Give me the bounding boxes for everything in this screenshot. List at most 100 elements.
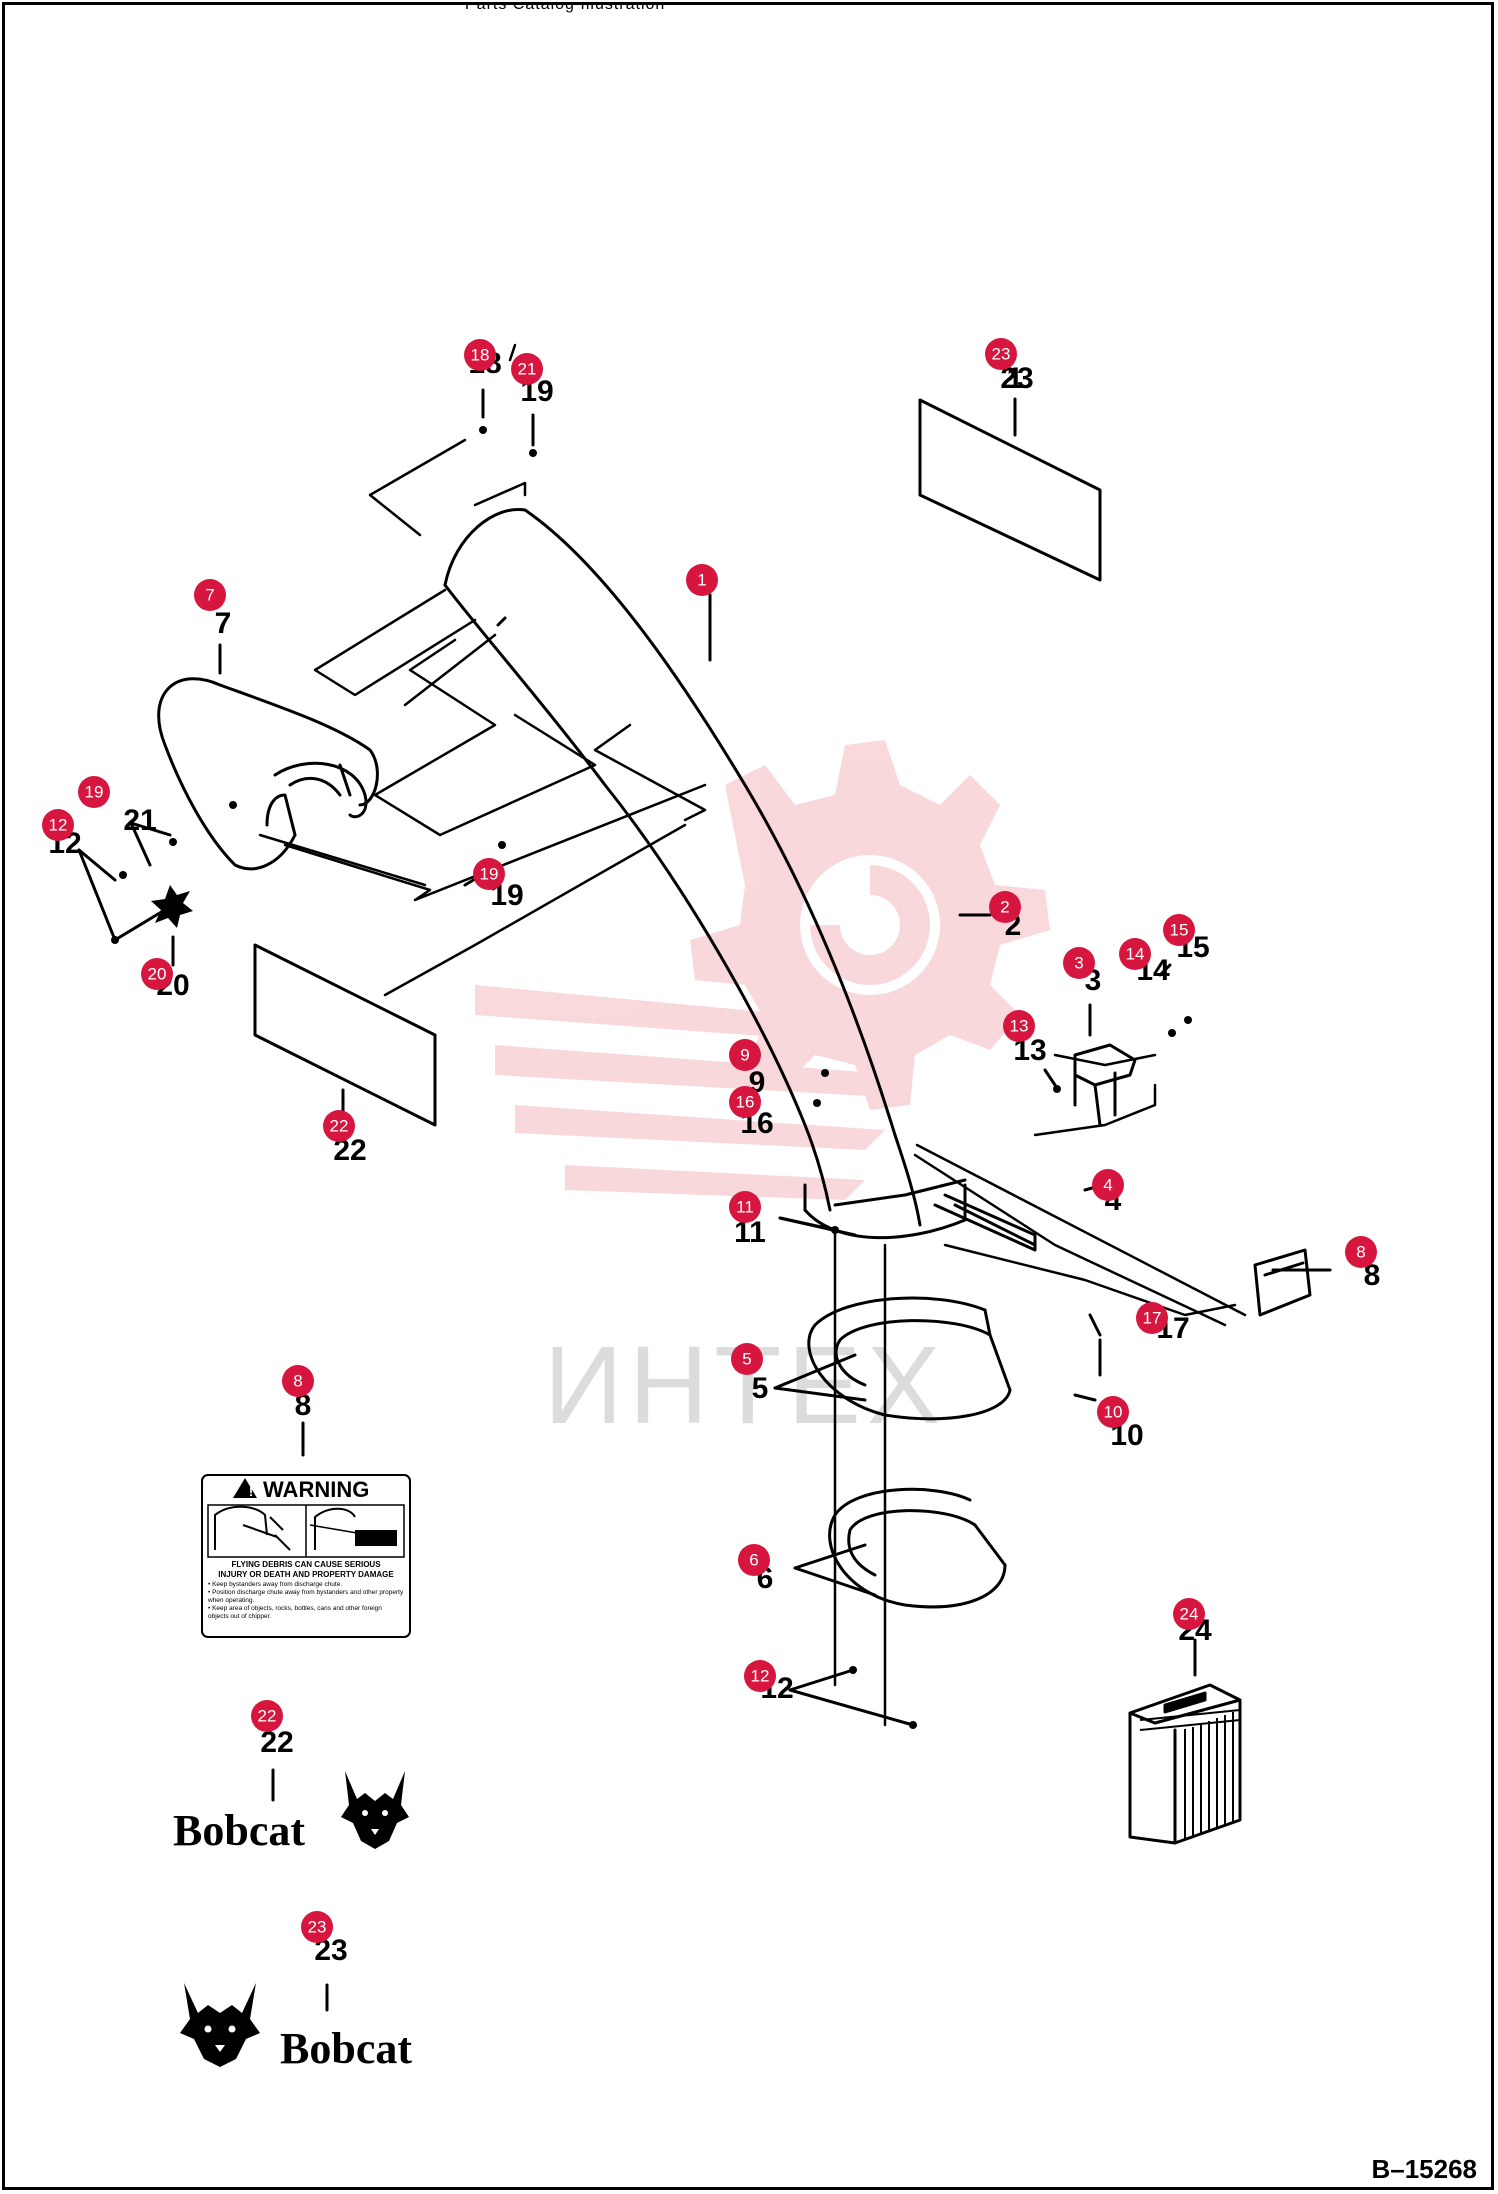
callout-9: 9 xyxy=(729,1039,761,1071)
callout-4: 4 xyxy=(1092,1169,1124,1201)
callout-marker-icon xyxy=(1003,1010,1035,1042)
callout-number: 15 xyxy=(1170,921,1189,940)
callout-marker-icon xyxy=(729,1039,761,1071)
plate-part-8 xyxy=(1253,1248,1312,1317)
callout-number: 8 xyxy=(293,1372,302,1391)
decal-panel-23 xyxy=(918,398,1102,582)
callout-markers: 1234567889101112121314151617181919202122… xyxy=(42,338,1377,1943)
callout-marker-icon xyxy=(282,1365,314,1397)
drawing-number: B–15268 xyxy=(1371,2154,1477,2184)
callout-marker-icon xyxy=(473,858,505,890)
callout-number: 11 xyxy=(736,1198,754,1217)
line-art xyxy=(77,343,1332,2012)
callout-number: 1 xyxy=(697,571,706,590)
callout-12: 12 xyxy=(42,809,74,841)
warning-line2: INJURY OR DEATH AND PROPERTY DAMAGE xyxy=(218,1570,394,1579)
warning-title: WARNING xyxy=(263,1477,369,1502)
callout-5: 5 xyxy=(731,1343,763,1375)
callout-number: 2 xyxy=(1000,898,1009,917)
callout-number: 16 xyxy=(736,1093,755,1112)
callout-marker-icon xyxy=(251,1700,283,1732)
callout-marker-icon xyxy=(686,564,718,596)
bobcat-head-icon xyxy=(180,1983,260,2067)
callout-marker-icon xyxy=(194,579,226,611)
callout-20: 20 xyxy=(141,958,173,990)
callout-16: 16 xyxy=(729,1086,761,1118)
part-label-5: 5 xyxy=(752,1372,769,1405)
callout-19: 19 xyxy=(78,776,110,808)
callout-number: 19 xyxy=(480,865,499,884)
part-box-24 xyxy=(1128,1683,1242,1845)
callout-marker-icon xyxy=(78,776,110,808)
callout-24: 24 xyxy=(1173,1598,1205,1630)
watermark xyxy=(475,740,1050,1200)
callout-number: 24 xyxy=(1180,1605,1199,1624)
callout-number: 7 xyxy=(205,586,214,605)
callout-number: 6 xyxy=(749,1551,758,1570)
callout-15: 15 xyxy=(1163,914,1195,946)
callout-marker-icon xyxy=(511,353,543,385)
callout-number: 12 xyxy=(751,1667,770,1686)
callout-marker-icon xyxy=(1173,1598,1205,1630)
warning-bullet-3: • Keep area of objects, rocks, bottles, … xyxy=(208,1605,382,1620)
callout-3: 3 xyxy=(1063,947,1095,979)
part-label-8: 8 xyxy=(1364,1259,1381,1292)
callout-number: 20 xyxy=(148,965,167,984)
callout-marker-icon xyxy=(464,339,496,371)
callout-marker-icon xyxy=(729,1086,761,1118)
bracket-part-3 xyxy=(1073,1043,1137,1127)
warning-bullets: • Keep bystanders away from discharge ch… xyxy=(208,1581,403,1620)
callout-number: 23 xyxy=(992,345,1011,364)
callout-11: 11 xyxy=(729,1191,761,1223)
callout-18: 18 xyxy=(464,339,496,371)
callout-number: 10 xyxy=(1104,1403,1123,1422)
watermark-gear-icon xyxy=(690,740,1050,1110)
seal-ring-6 xyxy=(828,1487,1007,1609)
callout-number: 18 xyxy=(471,346,490,365)
bobcat-wordmark-23: Bobcat xyxy=(280,2024,412,2073)
callout-marker-icon xyxy=(744,1660,776,1692)
callout-number: 14 xyxy=(1126,945,1145,964)
exploded-parts-diagram: ИНТЕХ xyxy=(42,338,1477,2184)
callout-number: 17 xyxy=(1143,1309,1162,1328)
discharge-chute xyxy=(443,507,1037,1252)
callout-8: 8 xyxy=(1345,1236,1377,1268)
callout-marker-icon xyxy=(731,1343,763,1375)
callout-12: 12 xyxy=(744,1660,776,1692)
callout-marker-icon xyxy=(323,1110,355,1142)
callout-number: 4 xyxy=(1103,1176,1112,1195)
callout-marker-icon xyxy=(42,809,74,841)
svg-text:!: ! xyxy=(249,1484,253,1499)
callout-17: 17 xyxy=(1136,1302,1168,1334)
warning-bullet-1: • Keep bystanders away from discharge ch… xyxy=(208,1581,343,1588)
callout-23: 23 xyxy=(301,1911,333,1943)
leader-lines xyxy=(77,388,1332,2012)
outline-lines xyxy=(258,343,1247,1727)
cut-header-text: Parts Catalog Illustration xyxy=(465,5,665,14)
callout-23: 23 xyxy=(985,338,1017,370)
callout-8: 8 xyxy=(282,1365,314,1397)
callout-10: 10 xyxy=(1097,1396,1129,1428)
callout-2: 2 xyxy=(989,891,1021,923)
callout-marker-icon xyxy=(1119,938,1151,970)
callout-marker-icon xyxy=(1136,1302,1168,1334)
callout-marker-icon xyxy=(1163,914,1195,946)
deflector-hood xyxy=(157,677,379,871)
callout-19: 19 xyxy=(473,858,505,890)
part-label-7: 7 xyxy=(215,607,232,640)
callout-marker-icon xyxy=(1063,947,1095,979)
callout-number: 23 xyxy=(308,1918,327,1937)
callout-number: 12 xyxy=(49,816,68,835)
callout-number: 13 xyxy=(1010,1017,1029,1036)
callout-marker-icon xyxy=(729,1191,761,1223)
callout-marker-icon xyxy=(989,891,1021,923)
callout-number: 5 xyxy=(742,1350,751,1369)
callout-marker-icon xyxy=(1097,1396,1129,1428)
bobcat-decal-22: Bobcat xyxy=(173,1771,409,1855)
decal-panel-22 xyxy=(253,943,437,1127)
callout-1: 1 xyxy=(686,564,718,596)
callout-marker-icon xyxy=(141,958,173,990)
box-hatching xyxy=(1139,1709,1241,1839)
callout-22: 22 xyxy=(251,1700,283,1732)
